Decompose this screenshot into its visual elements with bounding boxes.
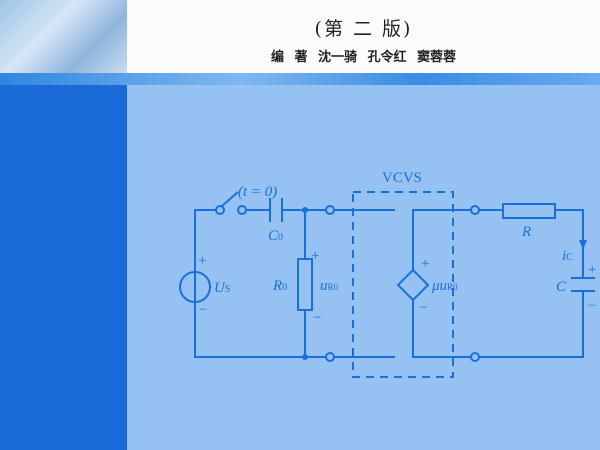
r0-label: R0 bbox=[272, 278, 287, 294]
c-minus: − bbox=[588, 298, 596, 314]
resistor-r0 bbox=[297, 258, 313, 311]
ur0-minus: − bbox=[313, 310, 321, 326]
terminal bbox=[325, 352, 335, 362]
switch-label: (t = 0) bbox=[238, 184, 277, 200]
vcvs-box bbox=[352, 191, 454, 378]
terminal bbox=[470, 205, 480, 215]
ur0-label: uR0 bbox=[320, 278, 339, 294]
side-panel bbox=[0, 85, 127, 450]
us-label: US bbox=[214, 280, 230, 296]
ic-label: iC bbox=[562, 248, 573, 264]
source-us bbox=[179, 271, 211, 303]
controlled-label: μuR0 bbox=[431, 278, 458, 294]
authors-label: 编 著 沈一骑 孔令红 窦蓉蓉 bbox=[270, 50, 457, 65]
wire-right bbox=[412, 209, 471, 358]
terminal bbox=[325, 205, 335, 215]
switch-terminal bbox=[215, 205, 225, 215]
terminal bbox=[470, 352, 480, 362]
c-plus: + bbox=[588, 262, 596, 278]
cs-minus: − bbox=[419, 300, 427, 316]
wire bbox=[334, 209, 395, 358]
capacitor-c0 bbox=[269, 198, 283, 222]
wire-left bbox=[194, 209, 326, 358]
controlled-source bbox=[396, 268, 430, 302]
c-label: C bbox=[556, 279, 567, 295]
us-minus: − bbox=[199, 302, 207, 318]
color-band bbox=[0, 73, 600, 85]
edition-label: (第 二 版) bbox=[314, 18, 413, 40]
switch-terminal bbox=[237, 205, 247, 215]
vcvs-label: VCVS bbox=[382, 170, 422, 186]
resistor-r bbox=[502, 203, 556, 219]
ur0-plus: + bbox=[311, 248, 319, 264]
cover-photo bbox=[0, 0, 127, 73]
r-label: R bbox=[521, 224, 531, 240]
title-area bbox=[127, 0, 600, 73]
current-arrow bbox=[579, 240, 587, 250]
c0-label: C0 bbox=[268, 228, 283, 244]
switch-blade bbox=[221, 191, 239, 207]
wire bbox=[479, 209, 584, 358]
us-plus: + bbox=[198, 253, 206, 269]
capacitor-c bbox=[571, 277, 595, 292]
cs-plus: + bbox=[421, 256, 429, 272]
